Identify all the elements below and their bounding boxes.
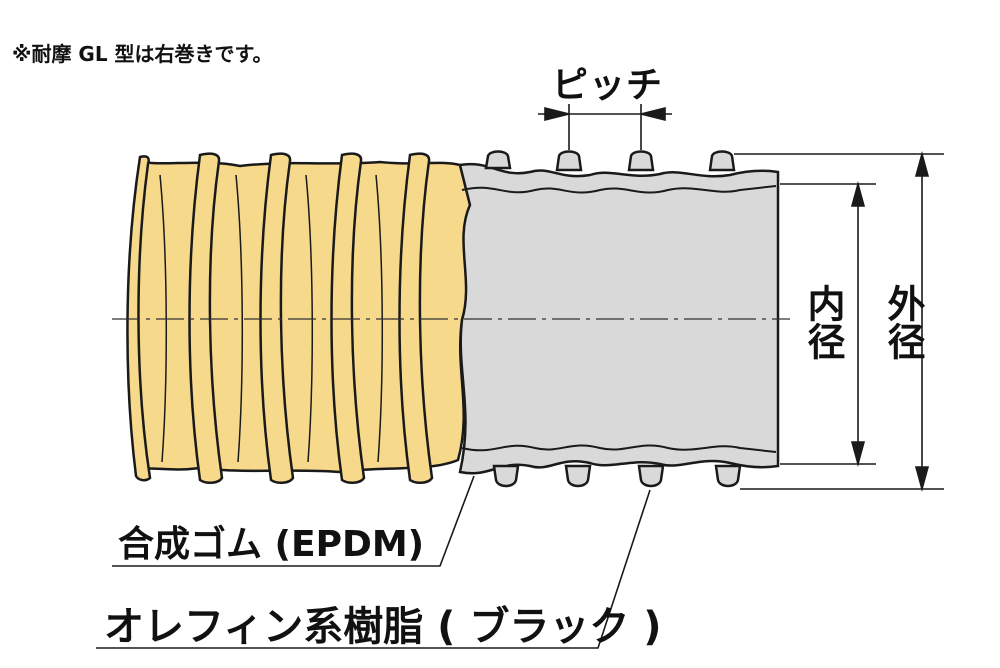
leader-lines: [96, 475, 651, 649]
rubber-ribs: [126, 152, 434, 484]
outer-diameter-label: 外径: [881, 284, 925, 360]
inner-diameter-label: 内径: [801, 284, 845, 360]
rubber-material-label: 合成ゴム (EPDM): [118, 524, 425, 565]
outer-diameter-dimension: [734, 150, 944, 493]
rubber-outer-layer: [126, 152, 472, 484]
liner-ribs-bottom: [492, 464, 742, 488]
pitch-dimension: [538, 104, 672, 150]
inner-diameter-dimension: [780, 180, 876, 468]
liner-ribs-top: [484, 150, 736, 172]
olefin-material-label: オレフィン系樹脂 ( ブラック ): [104, 604, 662, 650]
winding-note: ※耐摩 GL 型は右巻きです。: [12, 42, 273, 66]
pitch-label: ピッチ: [552, 65, 664, 106]
